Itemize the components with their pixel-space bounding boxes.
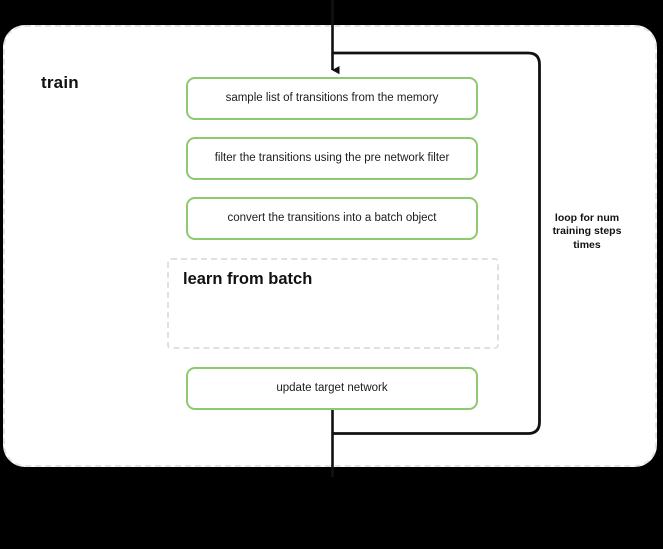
loop-caption-line-2: training steps [552, 225, 622, 238]
step-label: sample list of transitions from the memo… [225, 91, 439, 104]
step-box-convert-to-batch[interactable]: convert the transitions into a batch obj… [186, 197, 478, 240]
step-box-filter-transitions[interactable]: filter the transitions using the pre net… [186, 137, 478, 180]
step-box-sample-transitions[interactable]: sample list of transitions from the memo… [186, 77, 478, 120]
loop-caption: loop for num training steps times [546, 212, 628, 252]
loop-caption-line-1: loop for num [554, 212, 620, 224]
step-box-update-target-network[interactable]: update target network [186, 367, 478, 410]
page-title: train [41, 73, 79, 92]
subgroup-title: learn from batch [183, 270, 313, 288]
subgroup-learn-from-batch[interactable]: learn from batch [167, 258, 499, 349]
step-label: convert the transitions into a batch obj… [227, 211, 437, 224]
step-label: filter the transitions using the pre net… [214, 151, 450, 164]
step-label: update target network [276, 381, 388, 394]
loop-caption-line-3: times [573, 238, 601, 251]
